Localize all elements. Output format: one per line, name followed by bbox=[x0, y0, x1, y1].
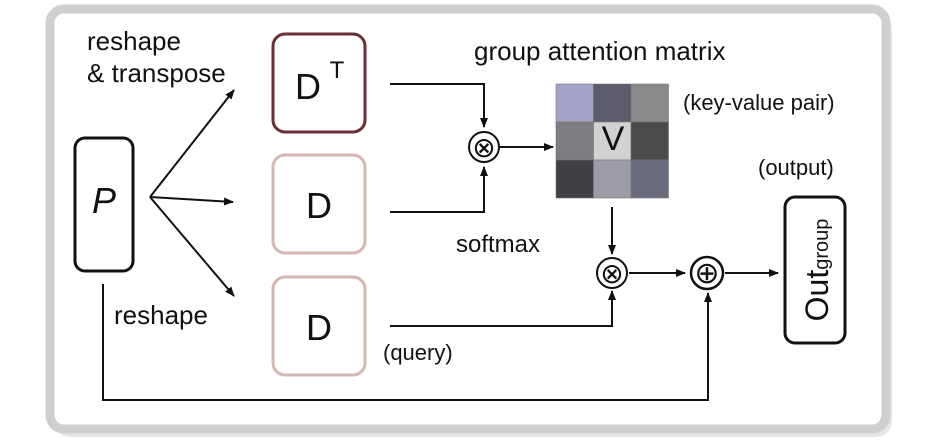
matrix-cell bbox=[593, 83, 632, 123]
label-key-value-pair: (key-value pair) bbox=[683, 90, 835, 115]
arrow-p-to-d-middle bbox=[149, 196, 234, 206]
add-circle bbox=[689, 255, 725, 291]
p-label: P bbox=[92, 180, 116, 221]
add-op: ⊕ bbox=[694, 257, 719, 290]
matrix-cell bbox=[555, 159, 594, 199]
dt-node bbox=[271, 32, 367, 134]
label-group-attention-matrix: group attention matrix bbox=[474, 36, 725, 66]
label-reshape-transpose-2: & transpose bbox=[87, 58, 226, 88]
matrix-cell bbox=[555, 121, 594, 161]
attention-matrix bbox=[555, 83, 669, 199]
output-subscript: group bbox=[811, 219, 833, 270]
d-middle-label: D bbox=[306, 185, 332, 226]
arrow-d-middle-to-multiply bbox=[390, 166, 488, 213]
matrix-cell bbox=[630, 159, 669, 199]
p-node bbox=[73, 136, 135, 273]
dt-base: D bbox=[295, 66, 321, 107]
output-label: Outgroup bbox=[799, 219, 835, 322]
arrow-dt-to-multiply bbox=[390, 83, 488, 128]
multiply-op-2: ⊗ bbox=[600, 258, 623, 289]
label-reshape: reshape bbox=[114, 300, 208, 330]
arrow-p-to-dt bbox=[149, 89, 235, 198]
label-softmax: softmax bbox=[456, 231, 540, 258]
output-base: Out bbox=[799, 270, 835, 322]
matrix-v-label: V bbox=[602, 120, 625, 158]
arrow-p-to-d-bottom bbox=[149, 196, 235, 297]
arrow-d-bottom-to-multiply bbox=[390, 290, 616, 327]
label-reshape-transpose-1: reshape bbox=[87, 26, 181, 56]
d-middle-node bbox=[271, 153, 367, 255]
d-bottom-label: D bbox=[306, 307, 332, 348]
outer-frame bbox=[45, 4, 891, 434]
output-node bbox=[783, 195, 847, 345]
matrix-cell bbox=[593, 159, 632, 199]
multiply-circle-2 bbox=[596, 257, 628, 289]
dt-label: D bbox=[295, 66, 321, 107]
matrix-cell bbox=[630, 83, 669, 123]
arrow-p-skip-to-add bbox=[102, 284, 712, 401]
matrix-cell bbox=[555, 83, 594, 123]
label-output: (output) bbox=[758, 155, 834, 180]
label-query: (query) bbox=[383, 340, 453, 365]
multiply-op-1: ⊗ bbox=[472, 132, 495, 163]
dt-superscript: T bbox=[330, 57, 345, 84]
matrix-cell bbox=[630, 121, 669, 161]
d-bottom-node bbox=[271, 275, 367, 377]
multiply-circle-1 bbox=[468, 131, 500, 163]
